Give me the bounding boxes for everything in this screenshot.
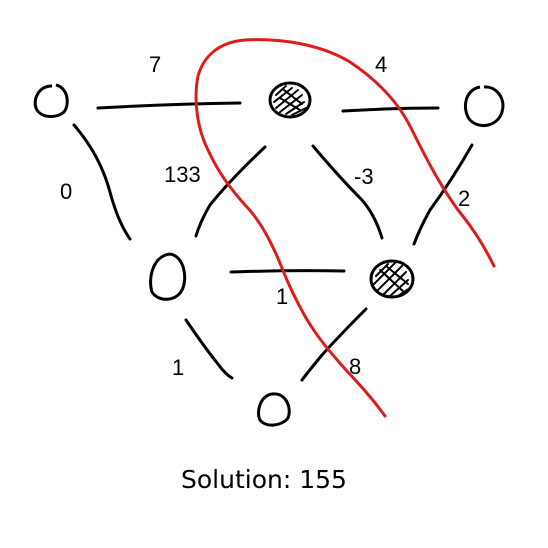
node-middle-right-filled [369,259,415,299]
weight-right-inner: -3 [354,164,374,189]
node-top-right [463,85,505,128]
edge-bottom-left [184,318,234,380]
edge-left-outer [72,123,132,241]
weight-bottom-left: 1 [172,355,184,380]
edge-top-right [341,106,440,113]
nodes [33,81,505,427]
edge-middle [229,269,346,274]
weight-middle: 1 [276,284,288,309]
cut-line [194,38,496,418]
node-top-center-filled [268,81,312,119]
edge-bottom-right [300,307,368,382]
weight-bottom-right: 8 [349,354,361,379]
weight-left-outer: 0 [60,179,72,204]
solution-text: Solution: 155 [181,465,347,494]
edge-right-outer [412,143,474,246]
weight-right-outer: 2 [458,186,470,211]
node-bottom [257,392,291,427]
edge-top-left [96,101,242,110]
node-top-left [33,83,69,118]
weight-top-right: 4 [375,52,387,77]
weight-left-inner: 133 [164,162,201,187]
weight-top-left: 7 [149,52,161,77]
edge-right-inner [311,144,384,240]
edges [72,101,474,382]
edge-left-inner [194,145,267,238]
edge-weights: 7 4 0 133 -3 2 1 1 8 [60,52,470,380]
node-middle-left [149,252,187,301]
